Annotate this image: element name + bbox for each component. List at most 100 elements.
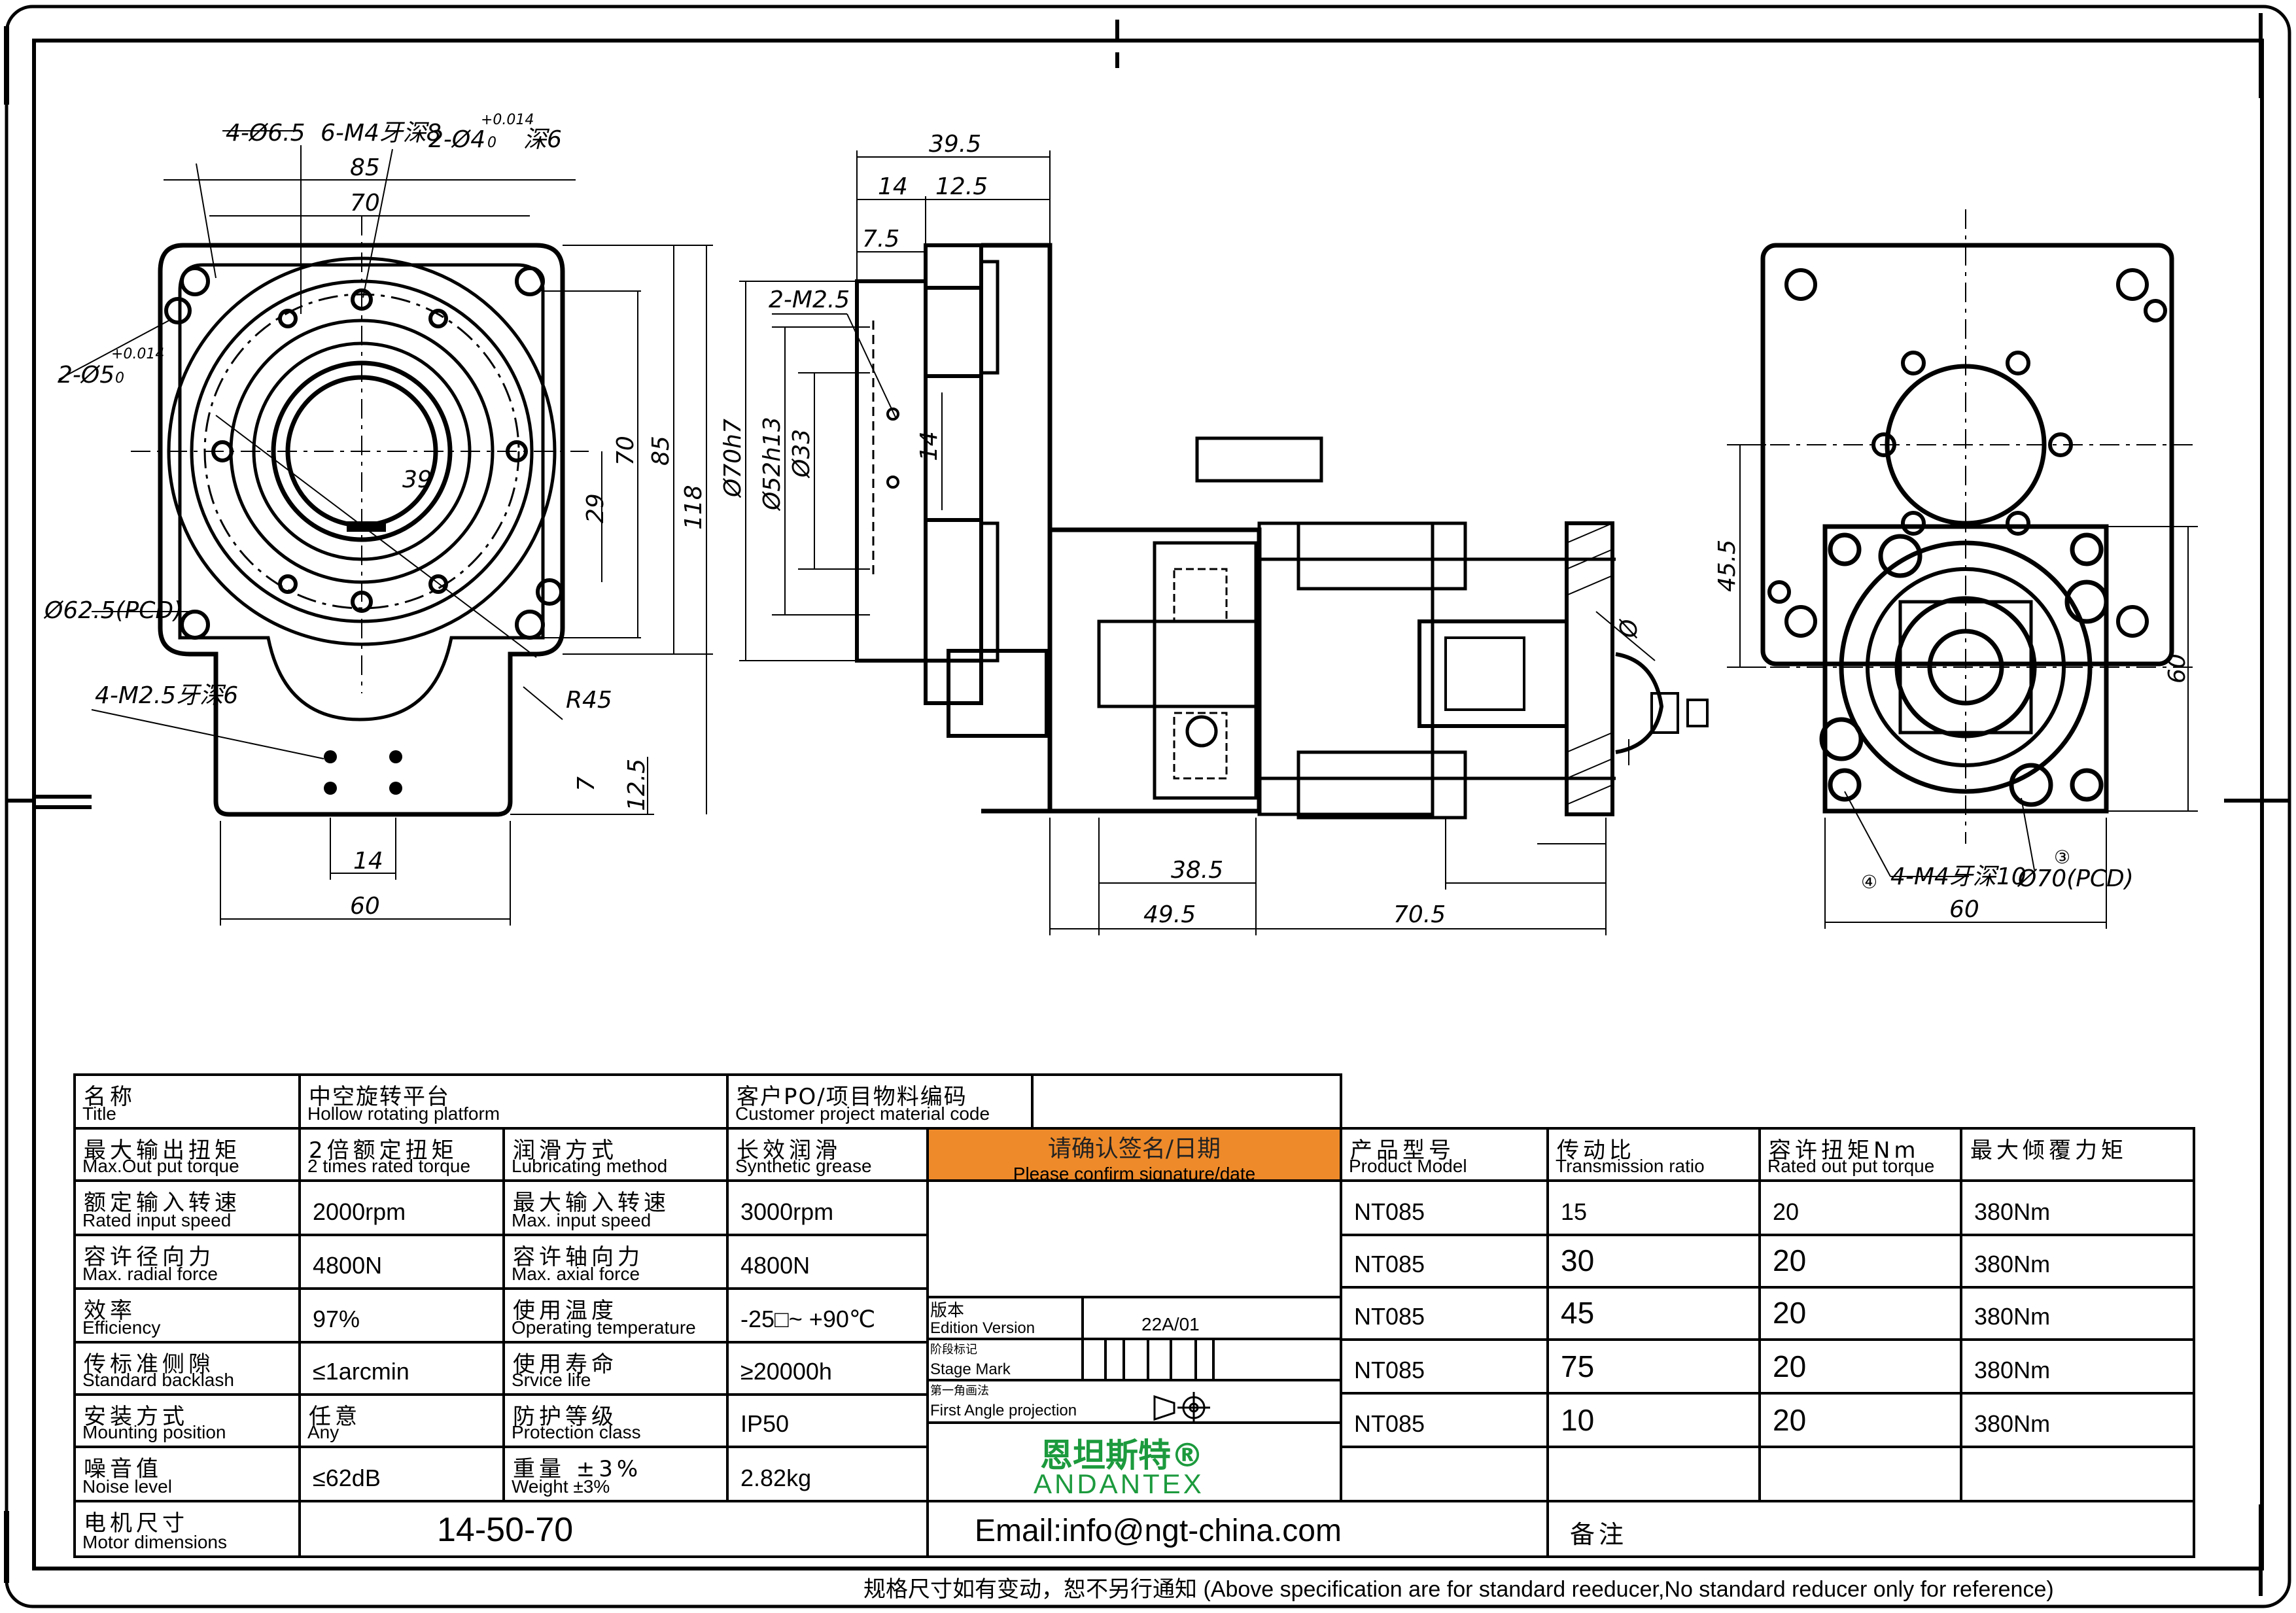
dim-r45: R45	[566, 687, 612, 714]
model-value: NT085	[1354, 1410, 1425, 1437]
model-value: 20	[1773, 1296, 1807, 1330]
model-cell: 20	[1760, 1235, 1961, 1287]
model-value: 380Nm	[1974, 1357, 2051, 1383]
dim-h125: 12.5	[623, 759, 650, 811]
edition-value-text: 22A/01	[1141, 1314, 1200, 1334]
spec-label-zh: 防护等级	[513, 1404, 617, 1430]
spec-label-zh: 容许轴向力	[513, 1244, 644, 1270]
dim-rear-c3: ③	[2054, 846, 2070, 868]
dim-side-d70: Ø70h7	[720, 419, 746, 498]
dim-w70: 70	[350, 190, 380, 217]
spec-label-en: Max.Out put torque	[82, 1156, 239, 1176]
motor-label-zh: 电机尺寸	[84, 1510, 188, 1536]
model-value: NT085	[1354, 1198, 1425, 1225]
dim-2-pin5: 2-Ø5	[58, 362, 114, 389]
dim-2-pin: 2-Ø4	[428, 126, 485, 153]
model-header-zh: 传动比	[1557, 1137, 1635, 1164]
stage-label: 阶段标记 Stage Mark	[928, 1339, 1083, 1380]
model-value: 45	[1561, 1296, 1595, 1330]
spec-label-zh: 使用寿命	[513, 1351, 617, 1378]
model-cell: 30	[1548, 1235, 1760, 1287]
model-cell: 380Nm	[1961, 1235, 2194, 1287]
model-header-zh: 最大倾覆力矩	[1970, 1137, 2127, 1164]
spec-value: 2.82kg	[727, 1447, 928, 1501]
dim-4-m25: 4-M2.5牙深6	[95, 682, 238, 709]
model-header: 最大倾覆力矩	[1961, 1128, 2194, 1181]
email-cell: Email:info@ngt-china.com	[928, 1501, 1548, 1557]
model-value: 10	[1561, 1403, 1595, 1437]
model-header-zh: 容许扭矩Nm	[1769, 1137, 1920, 1164]
model-value: 20	[1773, 1403, 1807, 1437]
spec-value: IP50	[740, 1410, 790, 1437]
email-link[interactable]: Email:info@ngt-china.com	[975, 1514, 1342, 1548]
spec-value: 2.82kg	[740, 1465, 812, 1491]
signature-header-bg	[929, 1130, 1340, 1179]
model-cell: NT085	[1341, 1340, 1548, 1393]
spec-label-zh: 传标准侧隙	[84, 1351, 215, 1378]
spec-value: 3000rpm	[727, 1181, 928, 1235]
spec-value: ≤62dB	[313, 1465, 381, 1491]
dim-side-w395: 39.5	[929, 131, 981, 158]
title-value: 中空旋转平台 Hollow rotating platform	[300, 1075, 727, 1128]
spec-value: 3000rpm	[740, 1198, 834, 1225]
dim-pin5-tol-low: 0	[115, 370, 124, 387]
spec-label-en: Protection class	[512, 1422, 641, 1442]
dim-w85: 85	[350, 154, 380, 181]
dim-h29: 29	[582, 493, 609, 523]
spec-value-zh: 2倍额定扭矩	[309, 1137, 458, 1164]
spec-label-zh: 效率	[84, 1298, 136, 1324]
dim-side-d52: Ø52h13	[759, 417, 786, 512]
side-view	[739, 150, 1709, 935]
spec-table-grid	[73, 1073, 2195, 1558]
remark-cell: 备注	[1548, 1501, 2194, 1557]
andantex-logo-zh: 恩坦斯特®	[1040, 1436, 1204, 1474]
dim-h85: 85	[648, 436, 674, 466]
first-angle-projection-icon	[1153, 1392, 1210, 1423]
projection-label-en: First Angle projection	[930, 1402, 1077, 1419]
model-value: 380Nm	[1974, 1303, 2051, 1330]
model-cell: 380Nm	[1961, 1340, 2194, 1393]
dim-rear-c4: ④	[1861, 871, 1877, 893]
spec-value: 2 times rated torque	[307, 1156, 471, 1176]
dim-side-w495: 49.5	[1143, 901, 1196, 928]
spec-value: ≥20000h	[740, 1358, 832, 1385]
model-value: 15	[1561, 1198, 1588, 1225]
dim-rear-h60: 60	[2164, 653, 2191, 684]
stage-label-zh: 阶段标记	[930, 1343, 977, 1357]
model-cell: 10	[1548, 1393, 1760, 1447]
spec-value: 4800N	[727, 1235, 928, 1289]
spec-label-en: Max. input speed	[512, 1210, 652, 1230]
spec-value: 4800N	[740, 1252, 810, 1279]
po-label-zh: 客户PO/项目物料编码	[737, 1084, 967, 1110]
spec-value: -25□~ +90℃	[727, 1289, 928, 1342]
spec-value: ≥20000h	[727, 1342, 928, 1395]
model-cell: 75	[1548, 1340, 1760, 1393]
spec-value: -25□~ +90℃	[740, 1306, 876, 1332]
model-value: 380Nm	[1974, 1198, 2051, 1225]
edition-label: 版本 Edition Version	[928, 1297, 1083, 1339]
spec-value: ≤1arcmin	[300, 1342, 504, 1395]
title-label: 名称 Title	[75, 1075, 300, 1128]
spec-label-en: Efficiency	[82, 1317, 161, 1338]
model-cell: 380Nm	[1961, 1393, 2194, 1447]
model-value: 30	[1561, 1243, 1595, 1277]
dim-side-w385: 38.5	[1171, 857, 1223, 884]
spec-label-en: Srvice life	[512, 1370, 591, 1390]
model-value: 20	[1773, 1349, 1807, 1383]
model-cell: 380Nm	[1961, 1181, 2194, 1235]
model-value: NT085	[1354, 1251, 1425, 1277]
model-cell: 20	[1760, 1181, 1961, 1235]
spec-label-zh: 最大输入转速	[513, 1190, 670, 1216]
remark-label: 备注	[1570, 1520, 1628, 1549]
footer-note: 规格尺寸如有变动，恕不另行通知 (Above specification are…	[863, 1577, 2054, 1602]
dim-pin-tol: +0.014	[481, 112, 534, 128]
model-value: 380Nm	[1974, 1410, 2051, 1437]
